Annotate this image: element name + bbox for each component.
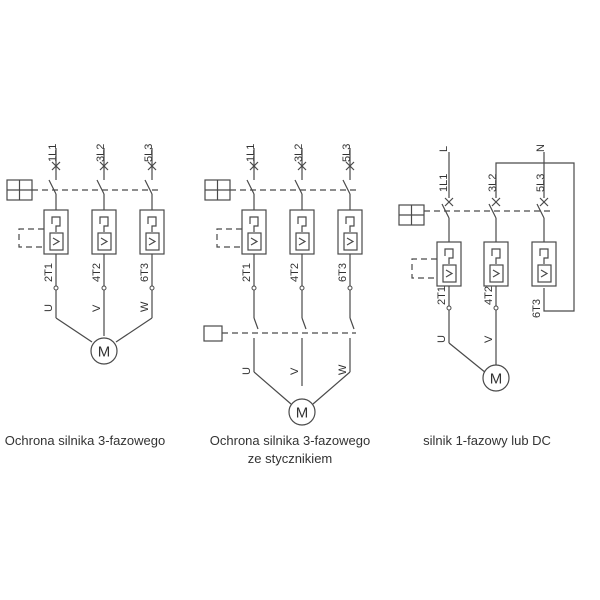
input-label-1l1: 1L1 bbox=[47, 144, 59, 162]
input-label-5l3: 5L3 bbox=[143, 144, 155, 162]
phase-conductors bbox=[246, 148, 355, 210]
phase-label-v: V bbox=[483, 335, 495, 343]
overload-relay bbox=[18, 209, 165, 255]
phase-label-u: U bbox=[43, 304, 55, 312]
output-label-4t2: 4T2 bbox=[91, 263, 103, 282]
phase-label-v: V bbox=[91, 304, 103, 312]
motor-label: M bbox=[296, 405, 309, 422]
phase-label-w: W bbox=[139, 301, 151, 312]
caption-diagram-2-line-2: ze stycznikiem bbox=[248, 451, 333, 466]
output-leads bbox=[53, 254, 155, 343]
diagram-single-phase-dc: L N 1L1 3L2 5L3 bbox=[398, 144, 575, 448]
diagram-3-phase-contactor: 1L1 3L2 5L3 bbox=[203, 144, 370, 466]
phase-conductors bbox=[441, 152, 575, 312]
supply-label-l: L bbox=[438, 146, 450, 152]
phase-label-v: V bbox=[289, 367, 301, 375]
output-label-4t2: 4T2 bbox=[289, 263, 301, 282]
phase-label-u: U bbox=[436, 335, 448, 343]
input-label-3l2: 3L2 bbox=[293, 144, 305, 162]
output-label-2t1: 2T1 bbox=[43, 263, 55, 282]
output-label-4t2: 4T2 bbox=[483, 286, 495, 305]
input-label-5l3: 5L3 bbox=[535, 174, 547, 192]
diagram-3-phase: 1L1 3L2 5L3 bbox=[5, 144, 165, 448]
input-label-3l2: 3L2 bbox=[487, 174, 499, 192]
phase-label-w: W bbox=[337, 364, 349, 375]
manual-operator-icon bbox=[398, 204, 552, 226]
output-label-6t3: 6T3 bbox=[531, 299, 543, 318]
motor-label: M bbox=[98, 344, 111, 361]
caption-diagram-1: Ochrona silnika 3-fazowego bbox=[5, 433, 165, 448]
output-leads bbox=[251, 254, 353, 318]
caption-diagram-3: silnik 1-fazowy lub DC bbox=[423, 433, 551, 448]
output-label-6t3: 6T3 bbox=[337, 263, 349, 282]
output-label-2t1: 2T1 bbox=[241, 263, 253, 282]
output-leads bbox=[446, 286, 499, 374]
overload-relay bbox=[411, 241, 557, 287]
manual-operator-icon bbox=[204, 179, 358, 201]
motor-label: M bbox=[490, 371, 503, 388]
phase-conductors bbox=[48, 148, 157, 210]
input-label-3l2: 3L2 bbox=[95, 144, 107, 162]
motor-icon: M bbox=[482, 364, 510, 392]
manual-operator-icon bbox=[6, 179, 160, 201]
supply-label-n: N bbox=[535, 144, 547, 152]
input-label-5l3: 5L3 bbox=[341, 144, 353, 162]
motor-icon: M bbox=[288, 398, 316, 426]
output-label-2t1: 2T1 bbox=[436, 286, 448, 305]
input-label-1l1: 1L1 bbox=[245, 144, 257, 162]
motor-icon: M bbox=[90, 337, 118, 365]
contactor-icon bbox=[203, 317, 356, 405]
output-label-6t3: 6T3 bbox=[139, 263, 151, 282]
caption-diagram-2-line-1: Ochrona silnika 3-fazowego bbox=[210, 433, 370, 448]
input-label-1l1: 1L1 bbox=[438, 174, 450, 192]
overload-relay bbox=[216, 209, 363, 255]
phase-label-u: U bbox=[241, 367, 253, 375]
